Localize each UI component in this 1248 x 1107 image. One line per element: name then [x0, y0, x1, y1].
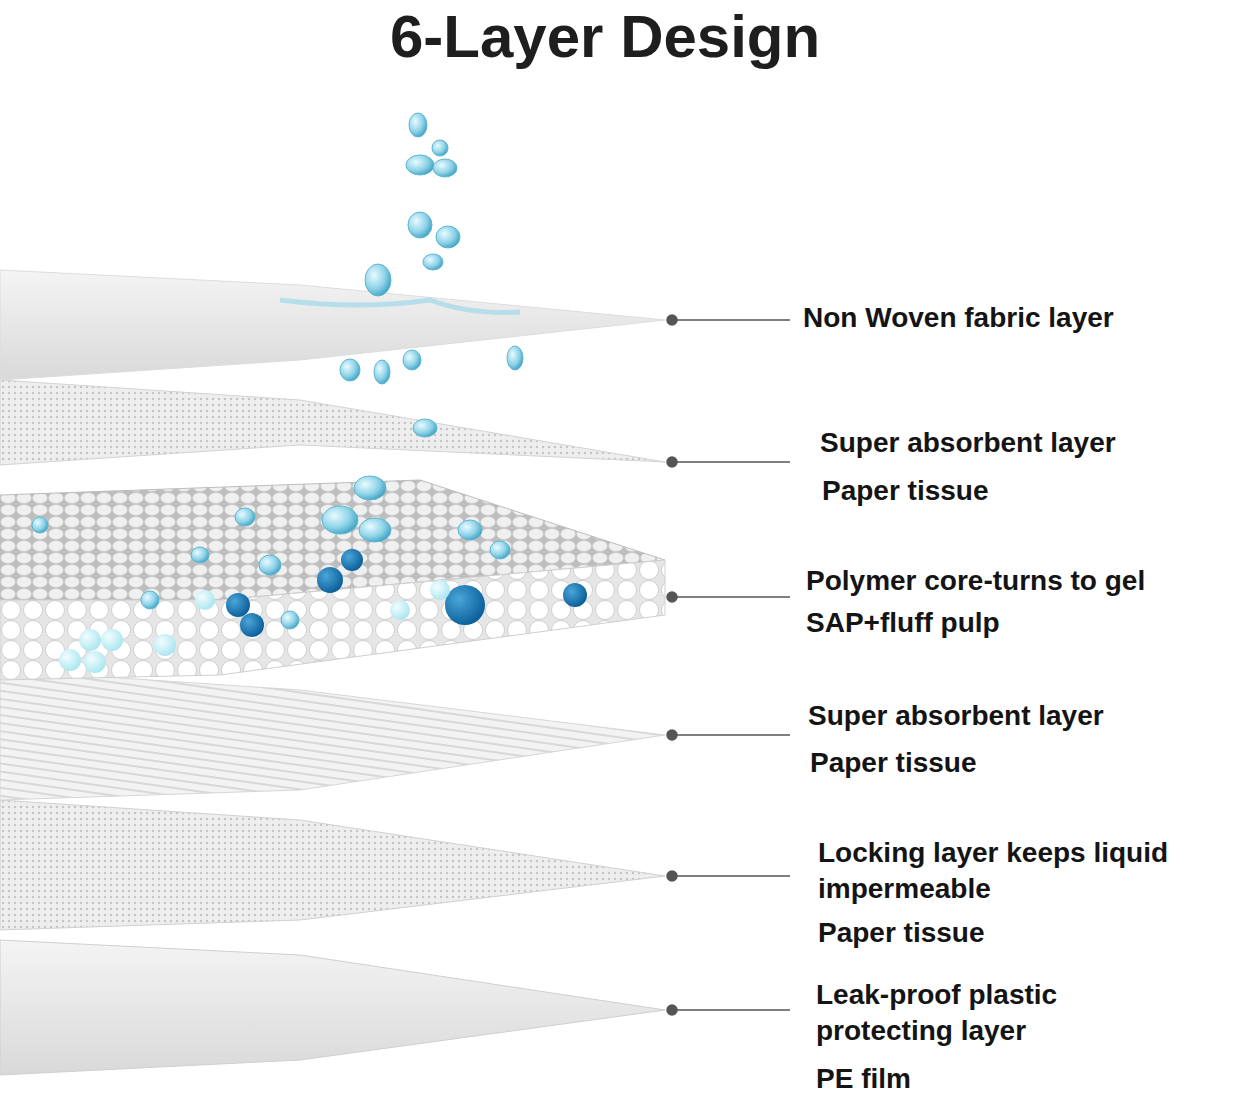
water-droplets	[32, 113, 523, 629]
callout-label: Paper tissue	[818, 915, 985, 951]
callout-label: Super absorbent layer	[820, 425, 1116, 461]
core-side	[0, 560, 665, 680]
callout-label: Non Woven fabric layer	[803, 300, 1114, 336]
tissue-sheet	[0, 670, 665, 800]
nonwoven-sheet	[0, 270, 665, 380]
core-balls	[59, 549, 587, 673]
locking-sheet	[0, 800, 665, 930]
diagram-title: 6-Layer Design	[390, 2, 820, 72]
wet-patch	[280, 300, 520, 313]
callout-label: Locking layer keeps liquid impermeable	[818, 835, 1188, 907]
leader-lines	[667, 315, 790, 1015]
callout-label: Polymer core-turns to gel	[806, 563, 1145, 599]
callout-label: PE film	[816, 1061, 911, 1097]
tissue-sheet	[0, 380, 665, 465]
callout-label: Paper tissue	[810, 745, 977, 781]
callout-label: Paper tissue	[822, 473, 989, 509]
callout-label: Leak-proof plastic protecting layer	[816, 977, 1146, 1049]
pe-film-sheet	[0, 940, 665, 1075]
callout-label: Super absorbent layer	[808, 698, 1104, 734]
callout-label: SAP+fluff pulp	[806, 605, 1000, 641]
